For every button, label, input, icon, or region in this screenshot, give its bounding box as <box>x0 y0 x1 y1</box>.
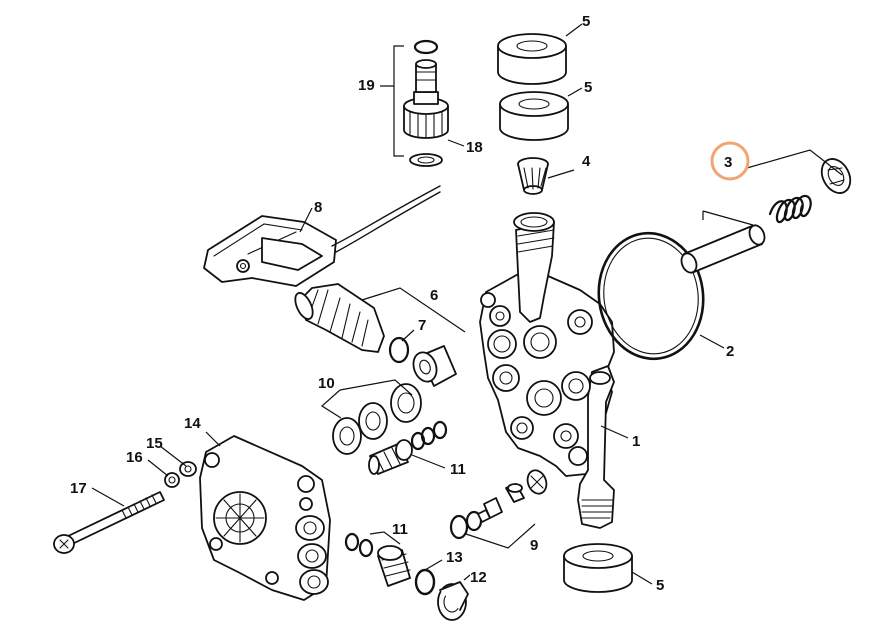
callout-label-14: 14 <box>184 415 201 432</box>
part-15-washer[interactable] <box>179 461 197 477</box>
callout-label-8: 8 <box>314 199 322 216</box>
callout-label-1: 1 <box>632 433 640 450</box>
callout-label-13: 13 <box>446 549 463 566</box>
part-1-pump-manifold[interactable] <box>479 212 615 529</box>
part-16-washer[interactable] <box>164 472 180 488</box>
callout-label-4: 4 <box>582 153 591 170</box>
part-18-hose-fitting[interactable] <box>403 59 449 167</box>
part-17-bolt[interactable] <box>53 491 165 554</box>
callout-label-11-upper: 11 <box>450 461 466 478</box>
callout-label-12: 12 <box>470 569 487 586</box>
part-19-o-ring[interactable] <box>413 39 439 55</box>
part-10-seal-kit[interactable] <box>332 383 422 455</box>
part-8-pressure-switch[interactable] <box>203 185 441 287</box>
part-11-valve-upper[interactable] <box>368 420 448 475</box>
callout-label-6: 6 <box>430 287 438 304</box>
part-5-filter-ring-top[interactable] <box>497 33 567 85</box>
part-12-plug[interactable] <box>437 581 469 621</box>
part-3-piston-spring-assembly[interactable] <box>679 154 856 275</box>
part-2-large-o-ring[interactable] <box>591 226 712 365</box>
part-9-valve-set[interactable] <box>449 468 550 540</box>
part-6-unloader-valve[interactable] <box>292 283 457 387</box>
callout-label-7: 7 <box>418 317 426 334</box>
callout-label-5-middle: 5 <box>584 79 592 96</box>
callout-label-11-lower: 11 <box>392 521 408 538</box>
callout-label-5-top: 5 <box>582 13 590 30</box>
part-4-inlet-filter[interactable] <box>517 157 549 195</box>
part-5-filter-ring-middle[interactable] <box>499 91 569 141</box>
part-14-pump-head[interactable] <box>199 435 331 601</box>
callout-label-15: 15 <box>146 435 163 452</box>
callout-label-16: 16 <box>126 449 143 466</box>
part-7-o-ring[interactable] <box>388 336 410 364</box>
leader-lines <box>91 23 843 585</box>
callout-3-highlight-marker[interactable] <box>710 141 750 181</box>
callout-label-2: 2 <box>726 343 734 360</box>
callout-label-9: 9 <box>530 537 538 554</box>
callout-label-18: 18 <box>466 139 483 156</box>
part-11-valve-lower[interactable] <box>344 532 411 587</box>
part-5-filter-ring-bottom[interactable] <box>563 543 633 593</box>
part-13-o-ring[interactable] <box>414 568 436 596</box>
callout-label-5-bottom: 5 <box>656 577 664 594</box>
callout-label-3[interactable]: 3 <box>724 154 732 171</box>
callout-label-19: 19 <box>358 77 375 94</box>
callout-label-10: 10 <box>318 375 335 392</box>
callout-labels: 1 2 3 4 5 5 5 6 7 8 9 10 11 11 12 13 14 … <box>70 13 734 594</box>
callout-label-17: 17 <box>70 480 87 497</box>
